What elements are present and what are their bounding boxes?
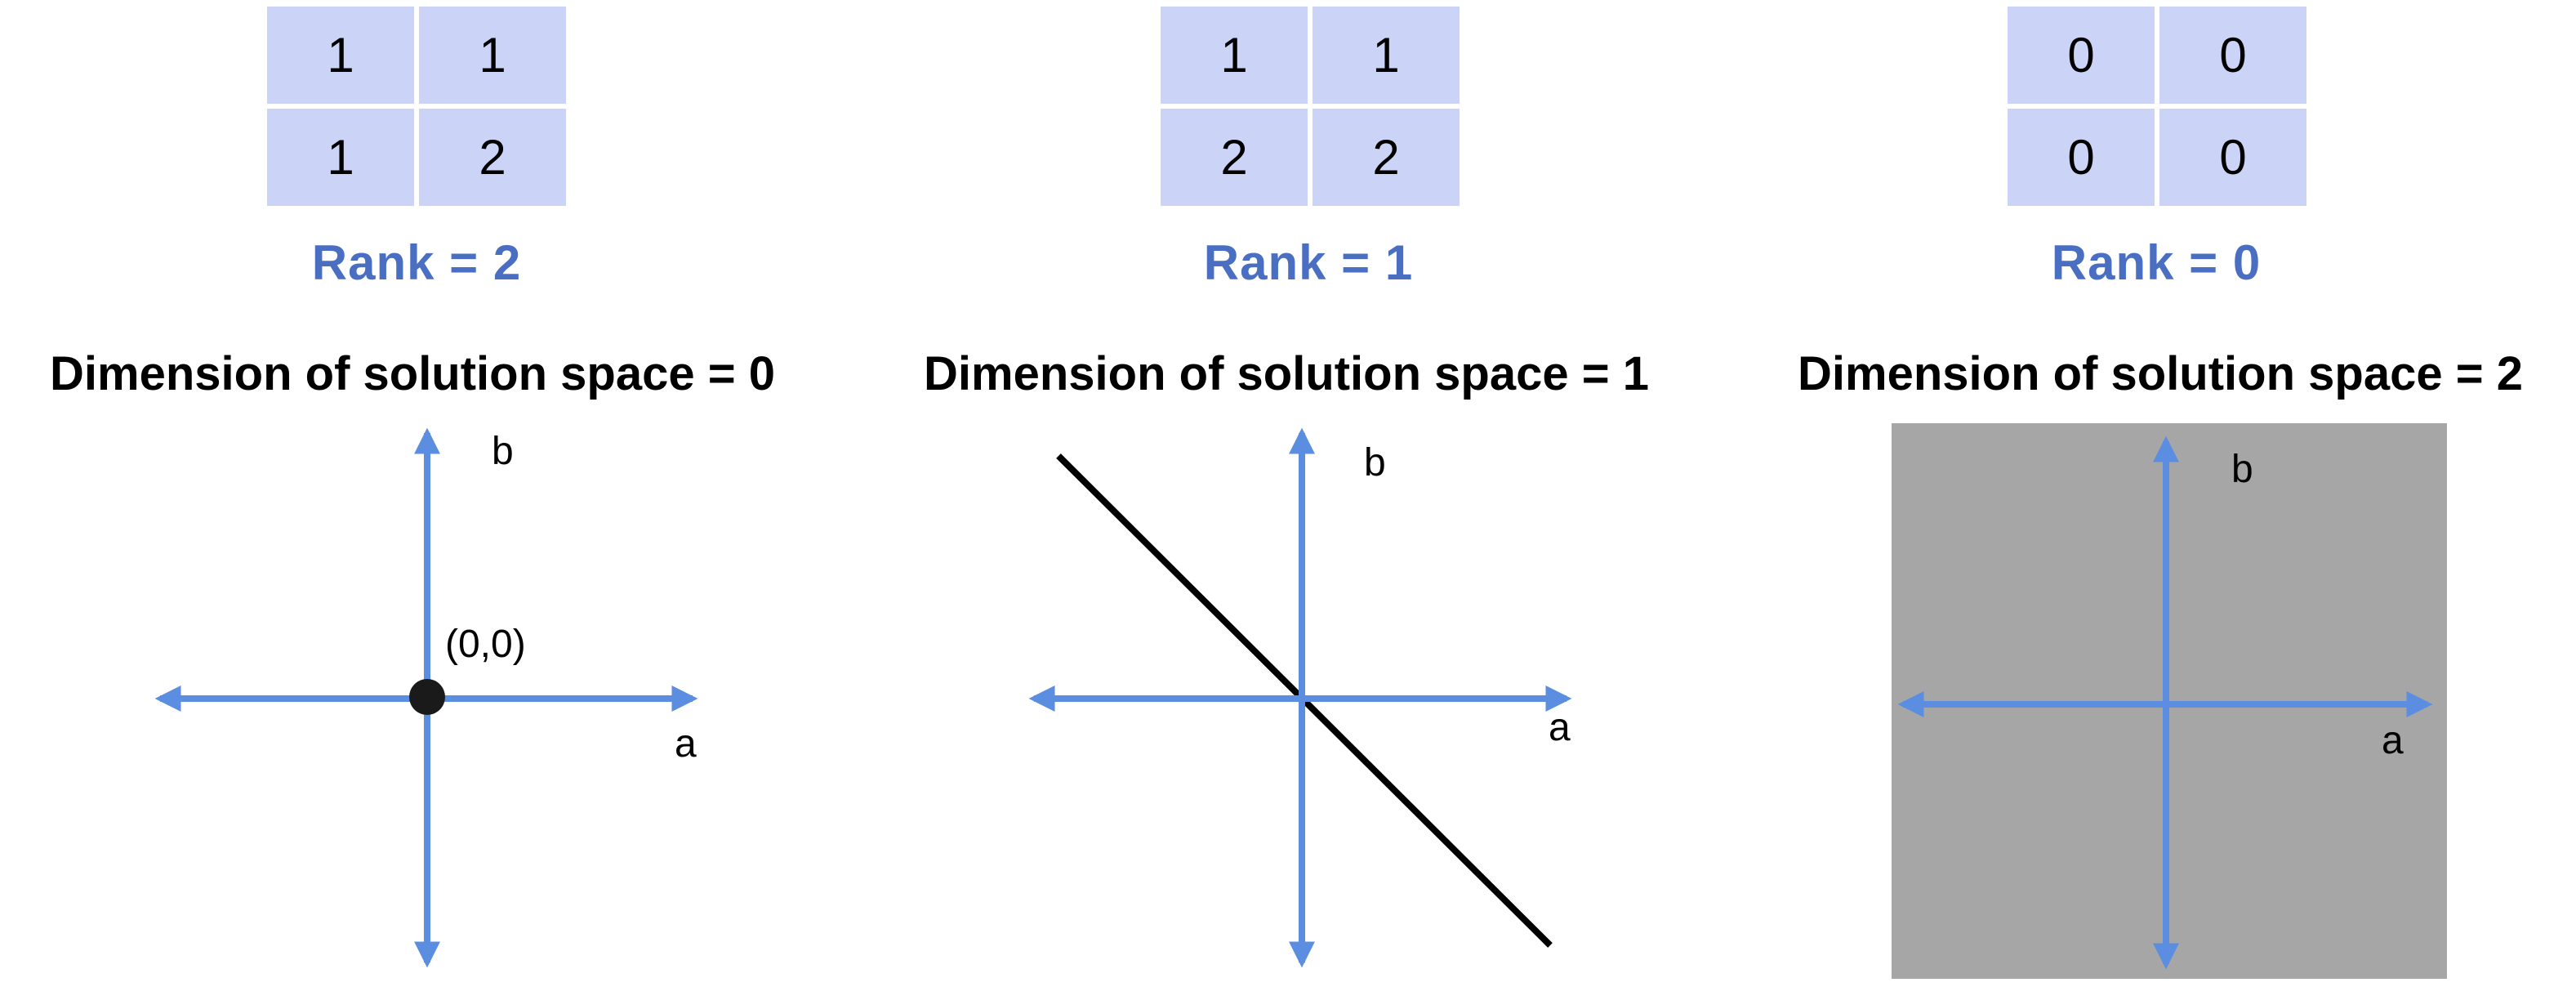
rank-label: Rank = 1: [1203, 235, 1414, 290]
matrix-cell: 0: [2159, 7, 2306, 104]
matrix-cell: 1: [1313, 7, 1460, 104]
matrix-cell: 2: [1161, 109, 1308, 206]
matrix-cell: 0: [2008, 7, 2155, 104]
matrix-cell: 2: [419, 109, 566, 206]
matrix-cell: 0: [2159, 109, 2306, 206]
axis-b-label: b: [492, 430, 514, 473]
axis-a-label: a: [2382, 719, 2404, 762]
origin-label: (0,0): [445, 623, 526, 666]
plot-rank-0: b a: [1892, 423, 2447, 979]
matrix-cell: 1: [267, 7, 414, 104]
dimension-label: Dimension of solution space = 1: [924, 347, 1649, 400]
matrix-rank-1: 1 1 2 2: [1161, 7, 1460, 206]
rank-label: Rank = 0: [2051, 235, 2262, 290]
matrix-cell: 2: [1313, 109, 1460, 206]
matrix-cell: 1: [1161, 7, 1308, 104]
plot-rank-2: (0,0) b a: [154, 427, 698, 968]
axis-a-label: a: [675, 722, 697, 766]
matrix-cell: 1: [419, 7, 566, 104]
axis-b-label: b: [2231, 448, 2253, 491]
axis-b-label: b: [1364, 441, 1386, 485]
matrix-rank-2: 1 1 1 2: [267, 7, 566, 206]
axis-a-label: a: [1549, 706, 1571, 749]
dimension-label: Dimension of solution space = 2: [1798, 347, 2523, 400]
matrix-rank-0: 0 0 0 0: [2008, 7, 2306, 206]
dimension-label: Dimension of solution space = 0: [50, 347, 775, 400]
matrix-cell: 1: [267, 109, 414, 206]
solution-point: [409, 679, 445, 715]
rank-label: Rank = 2: [311, 235, 522, 290]
matrix-cell: 0: [2008, 109, 2155, 206]
plot-rank-1: b a: [1028, 427, 1572, 968]
